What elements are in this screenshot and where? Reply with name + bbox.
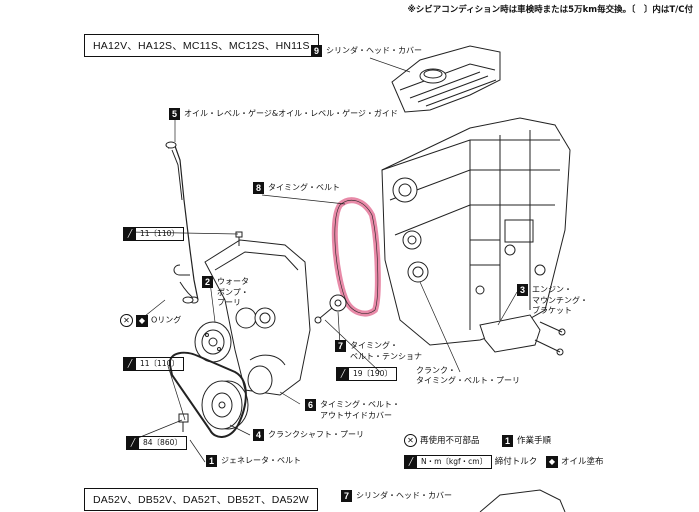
secondary-engine-preview: [479, 489, 566, 512]
o-ring-part: [182, 296, 194, 304]
engine-mounting-bracket-part: [479, 314, 566, 356]
timing-belt-outside-cover-part: [204, 239, 311, 396]
no-reuse-icon: ✕: [404, 434, 417, 447]
model-box-secondary: DA52V、DB52V、DA52T、DB52T、DA52W: [84, 488, 318, 511]
wrench-icon: ╱: [337, 368, 349, 380]
wrench-icon: ╱: [124, 358, 136, 370]
oil-can-icon: ◆: [546, 455, 558, 468]
wrench-icon: ╱: [124, 228, 136, 240]
step-number-icon: 1: [502, 434, 513, 447]
callout-o-ring: ✕◆Oリング: [120, 314, 181, 327]
legend-oil: ◆オイル塗布: [546, 455, 604, 468]
torque-box-crank-bolt: ╱84〔860〕: [126, 436, 187, 450]
water-pump-pulley-part: [194, 321, 232, 363]
generator-belt-part: [168, 351, 247, 438]
crankshaft-pulley-part: [201, 365, 273, 430]
wrench-icon: ╱: [405, 456, 417, 468]
timing-belt-tensioner-part: [314, 294, 347, 324]
header-note: ※シビアコンディション時は車検時または5万km毎交換。〔 〕内はT/C付: [407, 5, 694, 15]
torque-box-water-pump-bolt: ╱11〔110〕: [123, 227, 184, 241]
torque-box-tensioner: ╱19〔190〕: [336, 367, 397, 381]
no-reuse-icon: ✕: [120, 314, 133, 327]
crank-bolt-part: [178, 413, 189, 432]
callout-crank-timing-belt-pulley: クランク・ タイミング・ベルト・プーリ: [416, 366, 520, 385]
torque-box-generator: ╱11〔110〕: [123, 357, 184, 371]
legend-torque: ╱N・m〔kgf・cm〕 締付トルク: [404, 455, 537, 469]
oil-level-gauge-part: [165, 141, 199, 304]
oil-can-icon: ◆: [136, 314, 148, 327]
cover-bolt-part: [235, 231, 243, 246]
wrench-icon: ╱: [127, 437, 139, 449]
cylinder-head-cover-part: [391, 45, 501, 113]
legend-no-reuse: ✕再使用不可部品: [404, 434, 480, 447]
torque-legend-box: ╱N・m〔kgf・cm〕: [404, 455, 493, 469]
